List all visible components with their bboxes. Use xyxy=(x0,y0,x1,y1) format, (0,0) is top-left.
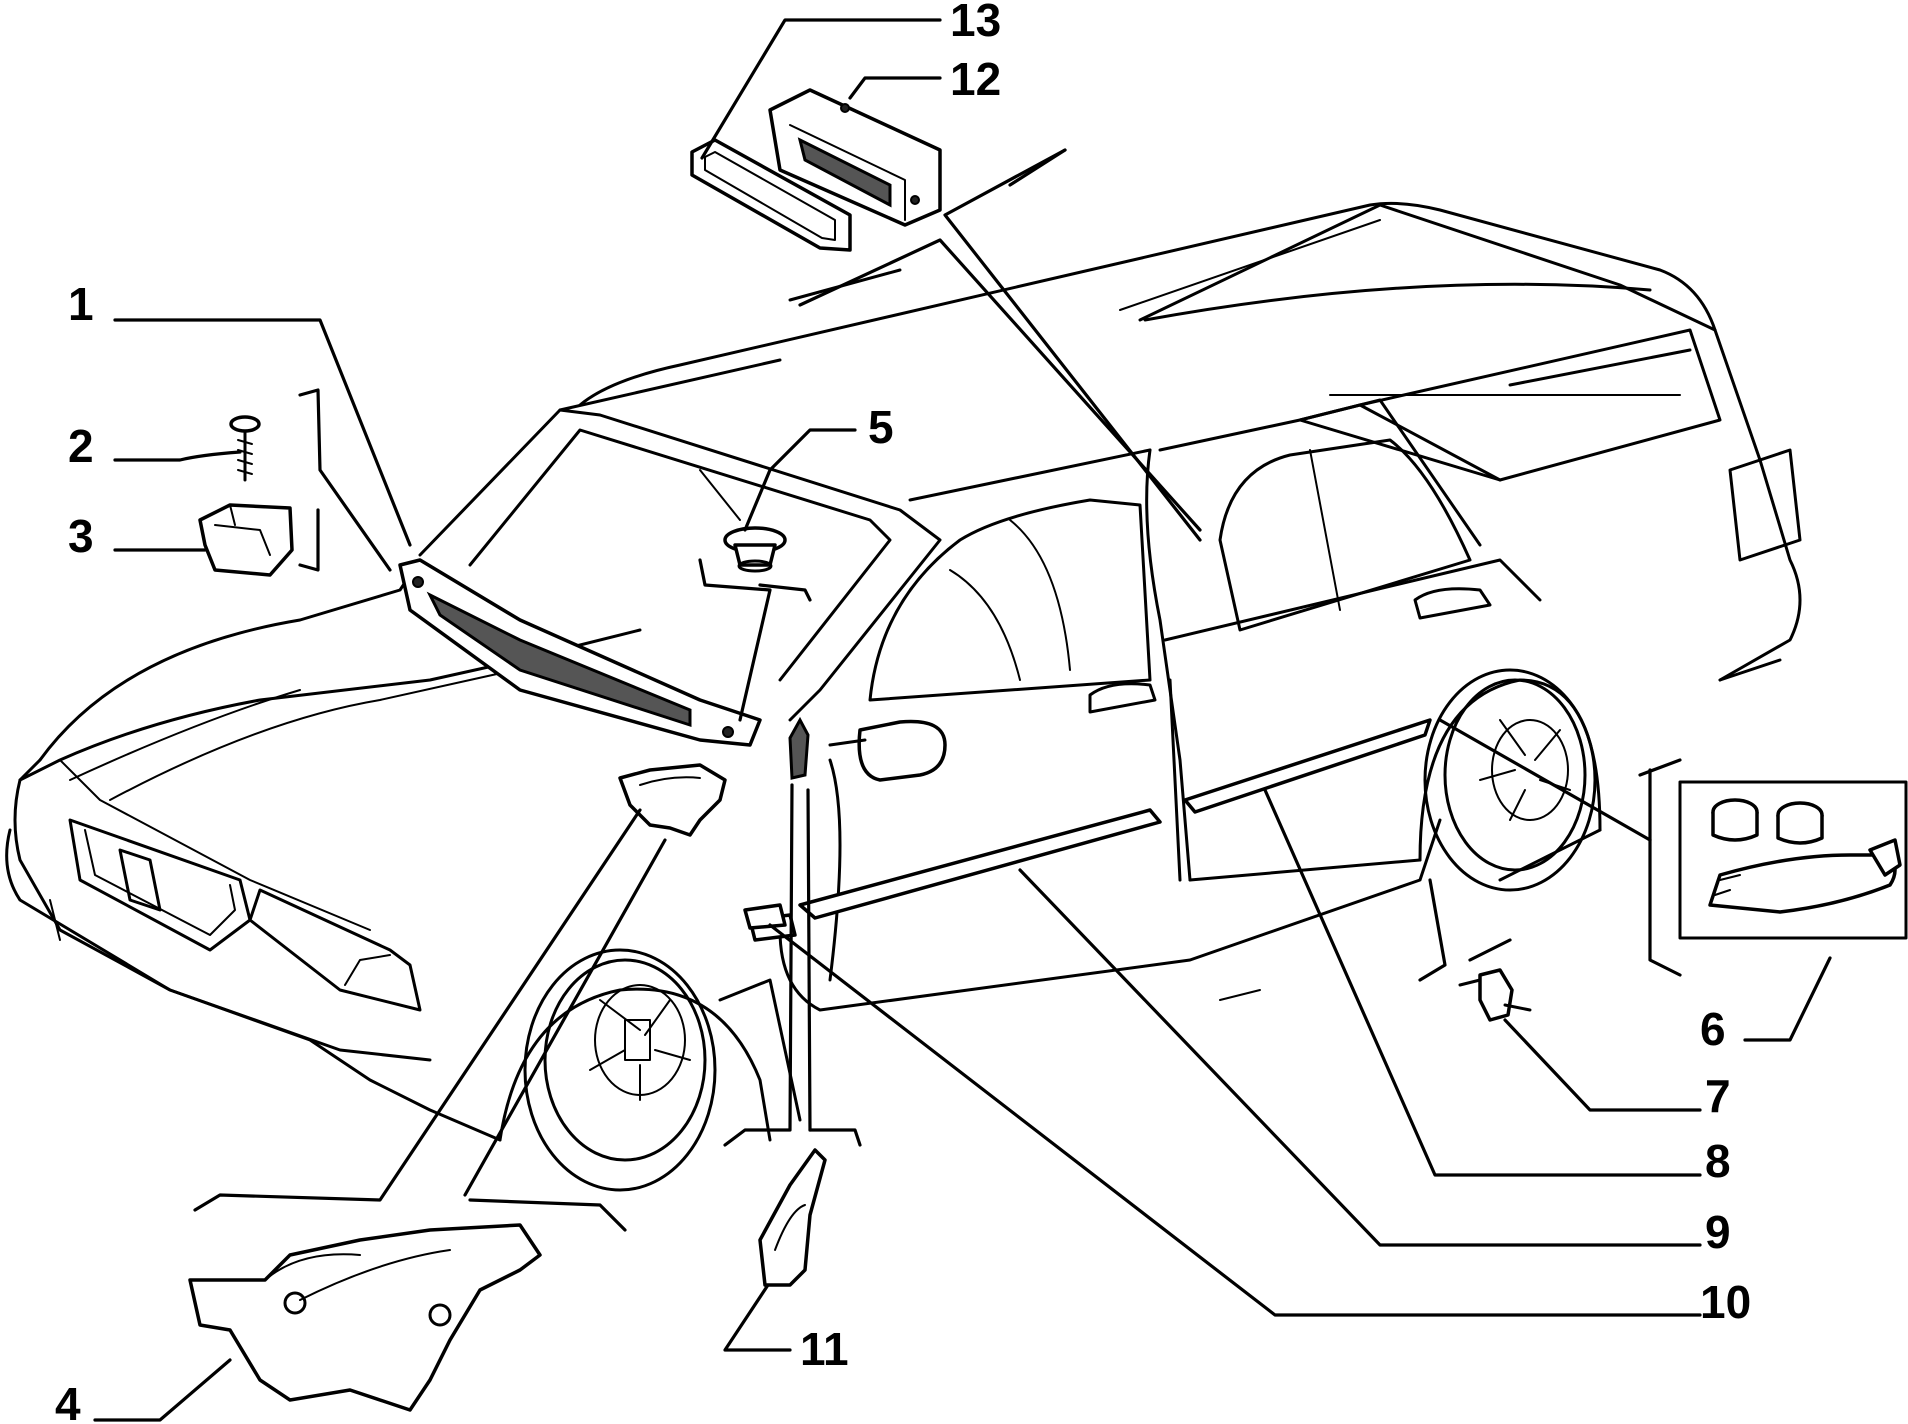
callout-13: 13 xyxy=(950,0,1001,46)
callout-1: 1 xyxy=(68,278,94,330)
callout-3: 3 xyxy=(68,510,94,562)
callout-11: 11 xyxy=(800,1323,849,1375)
callout-10: 10 xyxy=(1700,1276,1751,1328)
clip-part xyxy=(198,503,294,577)
callout-8: 8 xyxy=(1705,1135,1731,1187)
repair-kit-part xyxy=(1678,780,1908,940)
pillar-trim-part xyxy=(758,716,827,1287)
callout-6: 6 xyxy=(1700,1003,1726,1055)
callout-4: 4 xyxy=(55,1378,81,1424)
car-body-illustration xyxy=(5,201,1802,1192)
leader-lines xyxy=(93,18,1832,1422)
side-molding-parts xyxy=(748,718,1432,942)
callout-12: 12 xyxy=(950,53,1001,105)
bracket-shield-part xyxy=(188,763,727,1412)
callout-2: 2 xyxy=(68,420,94,472)
small-trim-part xyxy=(743,903,787,930)
callout-5: 5 xyxy=(868,401,894,453)
seal-part xyxy=(690,138,852,252)
vent-grille-part xyxy=(768,88,942,227)
callout-7: 7 xyxy=(1705,1070,1731,1122)
screw-part xyxy=(229,415,261,482)
callout-9: 9 xyxy=(1705,1206,1731,1258)
small-clip-part xyxy=(1458,968,1532,1022)
callout-labels: 1 2 3 4 5 6 7 8 9 10 11 12 13 xyxy=(55,0,1751,1424)
cowl-grille-part xyxy=(398,558,762,747)
plug-part xyxy=(723,526,787,573)
